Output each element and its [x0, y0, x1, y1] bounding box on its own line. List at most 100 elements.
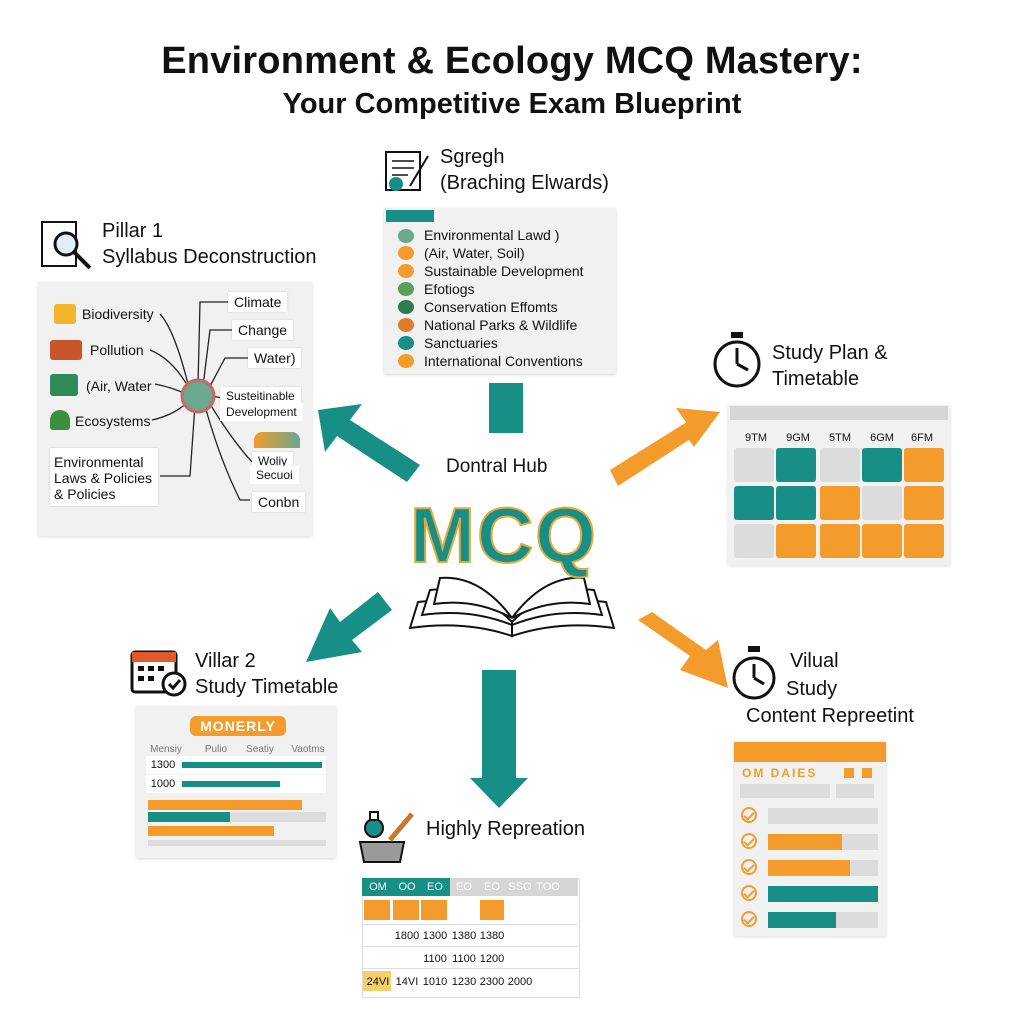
- villar2-row-label: 1000: [150, 778, 176, 790]
- villar2-heading-2: Study Timetable: [195, 676, 339, 698]
- calendar-check-icon: [130, 650, 187, 697]
- study-plan-cell: [904, 486, 944, 520]
- top-node-item: National Parks & Wildlife: [424, 317, 578, 333]
- highly-cell: 24VI: [366, 976, 390, 988]
- study-plan-header-bar: [730, 406, 948, 420]
- villar2-bar: [148, 826, 274, 836]
- deer-icon: [398, 318, 414, 332]
- study-plan-cell: [734, 486, 774, 520]
- visual-bar: [768, 912, 836, 928]
- factory-icon: [50, 340, 82, 360]
- study-plan-cell: [776, 486, 816, 520]
- highly-cell: 1800: [394, 930, 420, 942]
- pillar1-tag: Susteitinable: [220, 387, 301, 405]
- visual-bar: [768, 886, 878, 902]
- highly-cell: 1380: [451, 930, 477, 942]
- pillar1-tag: Secuoi: [250, 466, 299, 484]
- study-plan-heading-2: Timetable: [772, 368, 860, 390]
- arrow-to-pillar1: [318, 404, 420, 482]
- villar2-bar: [148, 812, 230, 822]
- mindmap-center-globe: [180, 378, 216, 414]
- bird-icon: [398, 336, 414, 350]
- stopwatch-icon: [713, 332, 761, 388]
- highly-header-bar: [362, 878, 450, 896]
- arrow-to-visual: [638, 612, 728, 688]
- villar2-heading-1: Villar 2: [195, 650, 256, 672]
- tree-icon: [50, 410, 70, 430]
- study-plan-col: 5TM: [829, 432, 851, 444]
- study-plan-col: 9GM: [786, 432, 810, 444]
- check-icon: [741, 885, 757, 901]
- hub-mcq: MCQ: [409, 490, 598, 580]
- pillar1-tag: Change: [232, 320, 294, 340]
- highly-cell: 1230: [451, 976, 477, 988]
- pillar1-left-label: Pollution: [90, 342, 144, 358]
- top-node-heading-1: Sgregh: [440, 146, 505, 168]
- visual-bar: [768, 860, 850, 876]
- pillar1-heading-1: Pillar 1: [102, 220, 164, 242]
- scroll-quill-icon: [385, 151, 429, 191]
- leaf-icon: [398, 229, 414, 243]
- pillar1-left-label: (Air, Water: [86, 378, 152, 394]
- study-plan-col: 9TM: [745, 432, 767, 444]
- highly-col: SSO: [508, 881, 532, 893]
- arrow-down-stem: [482, 670, 516, 780]
- highly-col: OO: [398, 881, 416, 893]
- visual-header-square: [862, 768, 872, 778]
- landscape-icon: [50, 374, 78, 396]
- globe-icon: [398, 264, 414, 278]
- open-book-icon: [408, 576, 616, 638]
- study-plan-cell: [734, 448, 774, 482]
- highly-divider: [362, 946, 578, 947]
- check-icon: [741, 833, 757, 849]
- villar2-row-label: 1300: [150, 759, 176, 771]
- highly-col: TOO: [536, 881, 560, 893]
- visual-header-row: [836, 784, 874, 798]
- visual-heading-3: Content Repreetint: [746, 705, 914, 727]
- highly-cell: [364, 900, 390, 920]
- study-plan-cell: [862, 524, 902, 558]
- top-node-heading-2: (Braching Elwards): [440, 172, 609, 194]
- visual-header-bar: [734, 742, 886, 762]
- highly-header-bar: [450, 878, 578, 896]
- top-node-item: Sustainable Development: [424, 263, 584, 279]
- study-plan-cell: [820, 448, 860, 482]
- highly-col: EO: [456, 881, 472, 893]
- top-node-item: International Conventions: [424, 353, 583, 369]
- stopwatch-icon: [732, 646, 776, 700]
- arrow-down-head: [470, 778, 528, 808]
- handshake-icon: [398, 354, 414, 368]
- villar2-col: Pulio: [204, 744, 228, 755]
- mindmap-lines: [149, 301, 253, 501]
- villar2-bar: [182, 781, 280, 787]
- villar2-col: Vaotms: [291, 744, 325, 755]
- villar2-bar-track: [230, 812, 326, 822]
- pillar1-left-label: Biodiversity: [82, 306, 154, 322]
- visual-bar-track: [768, 808, 878, 824]
- highly-col: OM: [369, 881, 387, 893]
- highly-cell: 1300: [422, 930, 448, 942]
- highly-cell: 2000: [507, 976, 533, 988]
- tree-icon: [398, 300, 414, 314]
- hub-label: Dontral Hub: [446, 456, 548, 477]
- highly-heading: Highly Repreation: [426, 818, 585, 840]
- study-plan-cell: [904, 524, 944, 558]
- study-plan-cell: [862, 448, 902, 482]
- villar2-col: Mensiy: [150, 744, 182, 755]
- top-node-item: Conservation Effomts: [424, 299, 558, 315]
- top-node-item: Environmental Lawd ): [424, 227, 560, 243]
- study-plan-heading-1: Study Plan &: [772, 342, 888, 364]
- study-plan-cell: [820, 486, 860, 520]
- highly-cell: 2300: [479, 976, 505, 988]
- study-plan-cell: [820, 524, 860, 558]
- pillar1-heading-2: Syllabus Deconstruction: [102, 246, 317, 268]
- villar2-bar: [148, 800, 302, 810]
- flask-brush-icon: [358, 811, 414, 863]
- visual-header-square: [844, 768, 854, 778]
- visual-header-text: OM DAIES: [742, 766, 818, 780]
- villar2-col: Seatiy: [246, 744, 274, 755]
- highly-cell: 14VI: [395, 976, 419, 988]
- page-subtitle: Your Competitive Exam Blueprint: [282, 88, 742, 120]
- pillar1-tag: Climate: [228, 292, 288, 312]
